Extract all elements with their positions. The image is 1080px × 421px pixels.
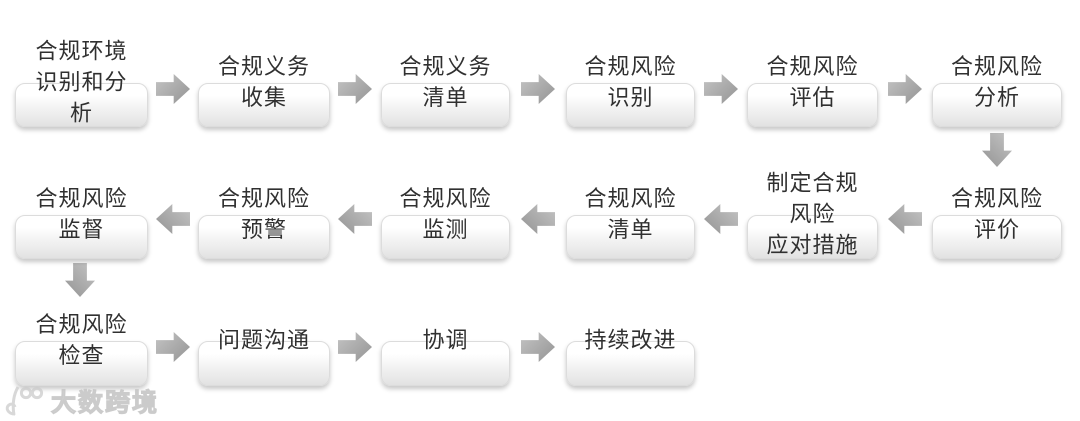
flow-node-risk-warning xyxy=(198,215,330,259)
node-label-line: 合规义务 xyxy=(217,55,310,80)
node-label-line: 分析 xyxy=(973,86,1020,111)
risk-inspection-label: 合规风险检查 xyxy=(15,310,148,372)
response-measures-label: 制定合规风险应对措施 xyxy=(747,169,878,262)
arrow-right-icon xyxy=(521,332,555,362)
node-label-line: 持续改进 xyxy=(584,328,677,354)
node-label-line: 应对措施 xyxy=(766,233,859,259)
arrow-down-icon xyxy=(982,133,1012,167)
obligation-list-label: 合规义务清单 xyxy=(381,52,510,114)
continuous-improvement-label: 持续改进 xyxy=(566,326,695,357)
node-label-line: 合规义务 xyxy=(399,55,492,80)
arrow-right-icon xyxy=(156,332,190,362)
watermark-brand-text: 大数跨境 xyxy=(50,388,160,418)
arrow-right-icon xyxy=(338,74,372,104)
node-label-line: 评估 xyxy=(789,86,836,111)
arrow-left-icon xyxy=(156,204,190,234)
node-label-line: 评价 xyxy=(973,218,1020,243)
node-label-line: 合规风险 xyxy=(584,55,677,80)
arrow-left-icon xyxy=(521,204,555,234)
node-label-line: 制定合规 xyxy=(766,171,859,197)
node-label-line: 合规环境 xyxy=(35,39,128,65)
risk-identification-label: 合规风险识别 xyxy=(566,52,695,114)
env-identification-analysis-label: 合规环境识别和分析 xyxy=(15,37,148,130)
flow-node-issue-communication xyxy=(198,341,330,386)
node-label-line: 合规风险 xyxy=(766,55,859,80)
arrow-right-icon xyxy=(156,74,190,104)
flow-node-risk-assessment xyxy=(747,83,878,127)
node-label-line: 风险 xyxy=(789,202,836,228)
node-label-line: 合规风险 xyxy=(35,313,128,338)
node-label-line: 析 xyxy=(69,101,93,127)
flow-node-continuous-improvement xyxy=(566,341,695,386)
obligation-collection-label: 合规义务收集 xyxy=(198,52,330,114)
arrow-left-icon xyxy=(888,204,922,234)
node-label-line: 合规风险 xyxy=(584,187,677,212)
node-label-line: 检查 xyxy=(58,344,105,369)
risk-evaluation-label: 合规风险评价 xyxy=(932,184,1062,246)
node-label-line: 收集 xyxy=(240,86,287,111)
brand-logo-icon xyxy=(5,386,44,416)
flow-node-response-measures xyxy=(747,215,878,259)
flow-node-risk-list xyxy=(566,215,695,259)
risk-list-label: 合规风险清单 xyxy=(566,184,695,246)
risk-analysis-label: 合规风险分析 xyxy=(932,52,1062,114)
node-label-line: 清单 xyxy=(607,218,654,243)
node-label-line: 合规风险 xyxy=(950,55,1043,80)
arrow-right-icon xyxy=(521,74,555,104)
node-label-line: 识别 xyxy=(607,86,654,111)
node-label-line: 合规风险 xyxy=(217,187,310,212)
flow-node-risk-identification xyxy=(566,83,695,127)
flow-node-env-identification-analysis xyxy=(15,83,148,127)
node-label-line: 清单 xyxy=(422,86,469,111)
arrow-down-icon xyxy=(65,263,95,297)
node-label-line: 预警 xyxy=(240,218,287,243)
flow-node-risk-evaluation xyxy=(932,215,1062,259)
flow-node-risk-inspection xyxy=(15,341,148,386)
arrow-right-icon xyxy=(338,332,372,362)
risk-supervision-label: 合规风险监督 xyxy=(15,184,148,246)
arrow-left-icon xyxy=(704,204,738,234)
risk-assessment-label: 合规风险评估 xyxy=(747,52,878,114)
risk-monitoring-label: 合规风险监测 xyxy=(381,184,510,246)
node-label-line: 问题沟通 xyxy=(217,328,310,354)
node-label-line: 合规风险 xyxy=(35,187,128,212)
node-label-line: 合规风险 xyxy=(399,187,492,212)
node-label-line: 监督 xyxy=(58,218,105,243)
node-label-line: 协调 xyxy=(422,328,469,354)
flow-node-obligation-collection xyxy=(198,83,330,127)
arrow-left-icon xyxy=(338,204,372,234)
flow-node-coordination xyxy=(381,341,510,386)
watermark: 大数跨境 xyxy=(3,383,159,419)
risk-warning-label: 合规风险预警 xyxy=(198,184,330,246)
flow-node-obligation-list xyxy=(381,83,510,127)
flow-node-risk-analysis xyxy=(932,83,1062,127)
arrow-right-icon xyxy=(704,74,738,104)
flow-node-risk-supervision xyxy=(15,215,148,259)
flow-node-risk-monitoring xyxy=(381,215,510,259)
node-label-line: 监测 xyxy=(422,218,469,243)
arrow-right-icon xyxy=(888,74,922,104)
coordination-label: 协调 xyxy=(381,326,510,357)
node-label-line: 识别和分 xyxy=(35,70,128,96)
node-label-line: 合规风险 xyxy=(950,187,1043,212)
issue-communication-label: 问题沟通 xyxy=(198,326,330,357)
